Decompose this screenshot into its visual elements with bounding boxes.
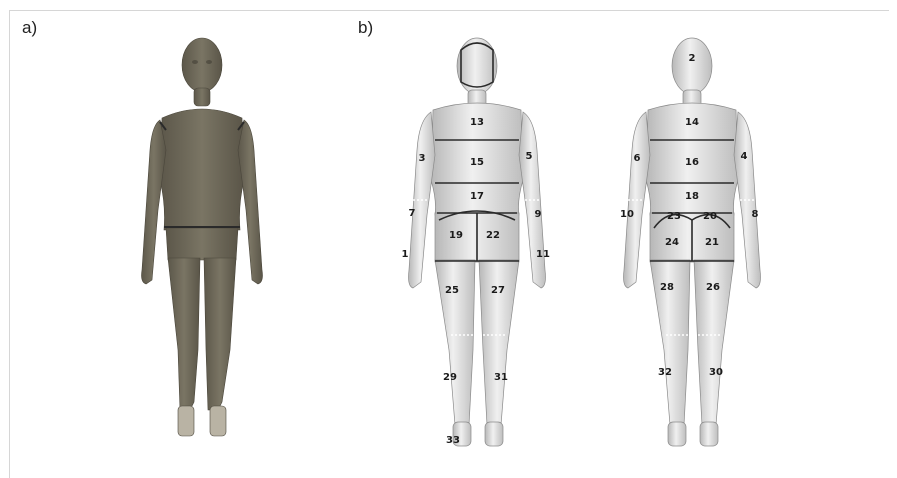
region-28: 28 [660,282,674,293]
region-24: 24 [665,237,679,248]
region-13: 13 [470,117,484,128]
region-18: 18 [685,191,699,202]
region-5: 5 [526,151,533,162]
region-22: 22 [486,230,500,241]
region-31: 31 [494,372,508,383]
region-11: 11 [536,249,550,260]
region-4: 4 [741,151,748,162]
region-2: 2 [689,53,696,64]
region-10: 10 [620,209,634,220]
region-25: 25 [445,285,459,296]
region-23: 23 [667,211,681,222]
region-6: 6 [634,153,641,164]
panel-b-label: b) [358,18,373,38]
figure-frame-left [9,10,10,478]
manikin-photo [120,30,280,450]
region-30: 30 [709,367,723,378]
region-26: 26 [706,282,720,293]
region-32: 32 [658,367,672,378]
region-15: 15 [470,157,484,168]
region-8: 8 [752,209,759,220]
manikin-front-model: 13 15 3 5 17 7 9 19 22 1 11 25 27 29 31 … [395,30,560,450]
region-16: 16 [685,157,699,168]
figure-frame-top [9,10,889,11]
region-14: 14 [685,117,699,128]
region-7: 7 [409,208,416,219]
region-29: 29 [443,372,457,383]
region-27: 27 [491,285,505,296]
region-20: 20 [703,211,717,222]
region-21: 21 [705,237,719,248]
region-9: 9 [535,209,542,220]
region-19: 19 [449,230,463,241]
manikin-back-model: 2 14 16 6 4 18 10 8 23 20 24 21 28 26 32… [610,30,775,450]
panel-a-label: a) [22,18,37,38]
region-3: 3 [419,153,426,164]
region-17: 17 [470,191,484,202]
region-33: 33 [446,435,460,446]
region-1: 1 [402,249,409,260]
